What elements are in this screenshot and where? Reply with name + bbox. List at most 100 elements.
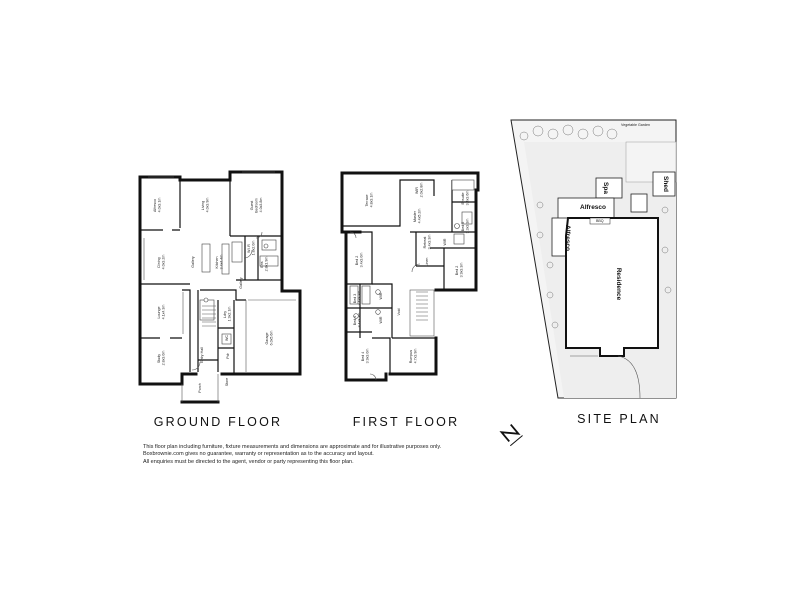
gf-pdr-label: Pdr: [226, 352, 230, 358]
svg-text:W.I.R 1.8x2.0m: W.I.R 1.8x2.0m: [247, 241, 255, 256]
ff-wir3-label: WIR: [379, 292, 383, 299]
svg-text:Ensuite 3.4x3.6m: Ensuite 3.4x3.6m: [461, 191, 469, 206]
ff-wir2-label: WIR: [443, 238, 447, 245]
gf-study-label: Study: [157, 354, 161, 363]
site-alfresco2-label: Alfresco: [564, 225, 571, 251]
site-shed-label: Shed: [662, 176, 669, 192]
svg-text:Living 4.0x3.9m: Living 4.0x3.9m: [201, 198, 209, 213]
gf-entry-label: Entry Hall: [200, 347, 204, 363]
gf-ldry-dim: 1.9x2.1m: [227, 307, 231, 322]
gf-wir-dim: 1.8x2.0m: [251, 241, 255, 256]
north-arrow-icon: [499, 423, 523, 447]
gf-ens-dim: 2.8x1.9m: [264, 257, 268, 272]
svg-text:Bed 2 3.4x3.0m: Bed 2 3.4x3.0m: [355, 253, 363, 268]
gf-dining-label: Dining: [157, 257, 161, 267]
site-spa-label: Spa: [602, 182, 609, 194]
ff-master-dim: 4.4x5.2m: [417, 209, 421, 224]
ff-wir-label: WIR: [415, 187, 419, 194]
gf-garage-dim: 6.0x5.6m: [269, 331, 273, 346]
first-floor-plan: Terrace 4.8x3.1m WIR 2.0x2.8m Ensuite 3.…: [340, 171, 480, 382]
svg-text:Alfresco 4.0x3.1m: Alfresco 4.0x3.1m: [153, 198, 161, 213]
ff-wir4-label: WIR: [379, 316, 383, 323]
ff-bed7-label: Bed 4: [361, 352, 365, 361]
svg-text:Bed 3 3.1x3.3m: Bed 3 3.1x3.3m: [353, 291, 361, 306]
svg-text:Kitchen 3.4x4.4m: Kitchen 3.4x4.4m: [215, 255, 223, 270]
gf-living-dim: 4.0x3.9m: [205, 198, 209, 213]
ff-rumpus-label: Rumpus: [409, 350, 413, 364]
gf-gallery-label: Gallery: [191, 256, 195, 268]
disclaimer-line-2: Boxbrownie.com gives no guarantee, warra…: [143, 451, 374, 458]
gf-store-label: Store: [225, 378, 229, 387]
svg-text:Master 4.4x5.2m: Master 4.4x5.2m: [413, 209, 421, 224]
ground-floor-plan: Alfresco 4.0x3.1m Living 4.0x3.9m Guest …: [138, 170, 302, 404]
ff-retreat-dim: 3.4x3.3m: [427, 235, 431, 250]
ff-master-label: Master: [413, 210, 417, 222]
gf-wir-label: W.I.R: [247, 244, 251, 253]
ff-bed2-label: Bed 2: [455, 266, 459, 275]
ff-bed3-dim: 3.1x3.3m: [357, 291, 361, 306]
ff-rumpus-dim: 4.7x3.9m: [413, 349, 417, 364]
ff-retreat-label: Retreat: [423, 237, 427, 249]
ff-bed2-dim: 3.9x3.3m: [459, 263, 463, 278]
svg-text:Guest Bedroom 4.0x: Guest Bedroom 4.0x3.8m: [250, 197, 263, 213]
ff-bed6-dim: 3.4x3.0m: [359, 253, 363, 268]
ff-bed4-dim: 3.1x3.3m: [357, 313, 361, 328]
site-residence-label: Residence: [615, 268, 622, 301]
ff-terrace-dim: 4.8x3.1m: [369, 193, 373, 208]
disclaimer: This floor plan including furniture, fix…: [143, 444, 441, 466]
gf-wc-label: WC: [225, 335, 229, 341]
gf-study-dim: 2.8x3.0m: [161, 351, 165, 366]
svg-text:Bed 4 3.9x3.0m: Bed 4 3.9x3.0m: [361, 349, 369, 364]
svg-text:Bed 5 3.3x3.3m: Bed 5 3.3x3.3m: [461, 219, 469, 234]
ff-ensuite-label: Ensuite: [461, 193, 465, 205]
ff-bed7-dim: 3.9x3.0m: [365, 349, 369, 364]
svg-text:Garage 6.0x5.6m: Garage 6.0x5.6m: [265, 331, 273, 346]
gf-lounge-dim: 4.1x4.3m: [161, 305, 165, 320]
gf-alfresco-label: Alfresco: [153, 199, 157, 212]
gf-dining-dim: 4.0x3.2m: [161, 255, 165, 270]
gf-kitchen-label: Kitchen: [215, 257, 219, 269]
svg-text:Ens 2.8x1.9m: Ens 2.8x1.9m: [260, 257, 268, 272]
gf-garage-label: Garage: [265, 333, 269, 345]
svg-text:Study 2.8x3.0m: Study 2.8x3.0m: [157, 351, 165, 366]
site-alfresco-label: Alfresco: [580, 204, 606, 211]
svg-text:WIR 2.0x2.8m: WIR 2.0x2.8m: [415, 183, 423, 198]
gf-lounge-label: Lounge: [157, 307, 161, 319]
gf-ldry-label: Ldry: [223, 311, 227, 318]
svg-text:Lounge 4.1x4.3m: Lounge 4.1x4.3m: [157, 305, 165, 320]
gf-alfresco-dim: 4.0x3.1m: [157, 198, 161, 213]
ff-ensuite-dim: 3.4x3.6m: [465, 191, 469, 206]
disclaimer-line-1: This floor plan including furniture, fix…: [143, 444, 442, 450]
ground-floor-title: GROUND FLOOR: [154, 415, 283, 429]
ff-bed5-dim: 3.3x3.3m: [465, 219, 469, 234]
gf-guest-label: Guest: [250, 201, 254, 211]
site-bbq-label: BBQ: [596, 219, 604, 223]
gf-living-label: Living: [201, 201, 205, 210]
site-plan-title: SITE PLAN: [577, 412, 661, 426]
site-plan: Vegetable Garden Spa Shed Alfresco Alfre…: [510, 119, 677, 399]
ff-terrace-label: Terrace: [365, 195, 369, 207]
ff-bed6-label: Bed 2: [355, 256, 359, 265]
svg-text:Terrace 4.8x3.1m: Terrace 4.8x3.1m: [365, 193, 373, 208]
gf-guest-label-2: Bedroom: [254, 198, 258, 213]
gf-kitchen-dim: 3.4x4.4m: [219, 255, 223, 270]
svg-text:Bed 4 3.1x3.3m: Bed 4 3.1x3.3m: [353, 313, 361, 328]
first-floor-title: FIRST FLOOR: [353, 415, 460, 429]
ff-bed4-label: Bed 4: [353, 316, 357, 325]
svg-text:Rumpus 4.7x3.9m: Rumpus 4.7x3.9m: [409, 349, 417, 364]
ff-bed5-label: Bed 5: [461, 222, 465, 231]
ff-void-label: Void: [397, 309, 401, 316]
site-vegetable-garden-label: Vegetable Garden: [621, 123, 650, 127]
svg-text:Bed 2 3.9x3.3m: Bed 2 3.9x3.3m: [455, 263, 463, 278]
gf-guest-dim: 4.0x3.8m: [259, 198, 263, 213]
gf-gallery2-label: Gallery: [239, 277, 243, 289]
svg-text:Dining 4.0x3.2m: Dining 4.0x3.2m: [157, 255, 165, 270]
ff-bed3-label: Bed 3: [353, 294, 357, 303]
svg-text:Ldry 1.9x2.1m: Ldry 1.9x2.1m: [223, 307, 231, 322]
gf-porch-label: Porch: [198, 383, 202, 392]
ff-wir-dim: 2.0x2.8m: [419, 183, 423, 198]
gf-ens-label: Ens: [260, 261, 264, 267]
ff-linen-label: Linen: [425, 258, 429, 267]
svg-text:Retreat 3.4x3.3m: Retreat 3.4x3.3m: [423, 235, 431, 250]
